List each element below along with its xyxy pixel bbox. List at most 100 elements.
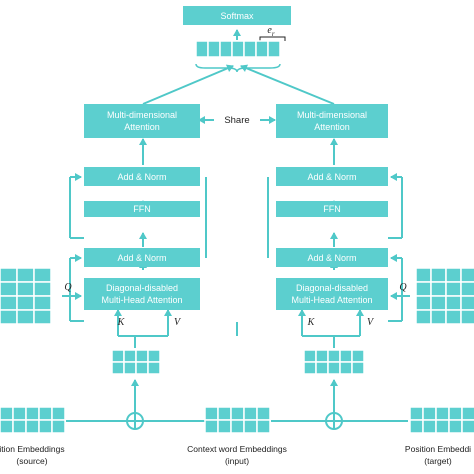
left-add-norm-bottom-box <box>84 248 200 267</box>
context-embedding-grid-cell <box>256 406 271 421</box>
er-label: er <box>267 25 274 38</box>
target-embedding-grid-cell <box>448 406 463 421</box>
source-embedding-grid-cell <box>25 406 40 421</box>
left-query-grid-cell <box>16 295 35 311</box>
left-add-norm-top-label: Add & Norm <box>117 172 166 182</box>
right-query-grid-cell <box>460 295 474 311</box>
merge-brace <box>195 63 281 73</box>
target-embedding-grid-cell <box>448 419 463 434</box>
left-query-grid-cell <box>33 295 52 311</box>
right-attention-box <box>276 104 388 138</box>
left-attention-label-2: Attention <box>124 122 160 132</box>
context-embedding-grid-cell <box>217 419 232 434</box>
output-vector-cell <box>207 40 221 58</box>
right-attention-label-1: Multi-dimensional <box>297 110 367 120</box>
right-query-grid-cell <box>430 281 447 297</box>
right-query-grid-cell <box>415 309 432 325</box>
context-embedding-grid-cell <box>230 419 245 434</box>
source-embedding-grid-cell <box>38 419 53 434</box>
left-input-grid-cell <box>111 361 125 375</box>
source-embedding-caption-2: (source) <box>16 456 47 466</box>
target-embedding-grid-cell <box>409 419 424 434</box>
left-query-grid-cell <box>0 309 18 325</box>
output-vector-cell <box>195 40 209 58</box>
target-embedding-caption-2: (target) <box>424 456 452 466</box>
left-add-node <box>126 412 144 430</box>
context-embedding-grid-cell <box>243 419 258 434</box>
context-embedding-grid-cell <box>243 406 258 421</box>
right-query-grid-cell <box>460 309 474 325</box>
right-input-grid-cell <box>351 349 365 363</box>
left-input-grid-cell <box>147 361 161 375</box>
softmax-label: Softmax <box>220 11 254 21</box>
context-embedding-caption-2: (input) <box>225 456 249 466</box>
right-input-grid-cell <box>351 361 365 375</box>
left-input-grid-cell <box>111 349 125 363</box>
source-embedding-grid-cell <box>12 406 27 421</box>
right-v-label: V <box>367 317 375 328</box>
output-vector-cell <box>243 40 257 58</box>
left-ffn-label: FFN <box>133 204 151 214</box>
left-query-grid-cell <box>33 309 52 325</box>
left-mha-box <box>84 278 200 310</box>
left-input-grid-cell <box>135 349 149 363</box>
left-input-grid-cell <box>123 361 137 375</box>
left-query-grid-cell <box>0 281 18 297</box>
right-k-label: K <box>307 317 316 328</box>
right-query-grid-cell <box>445 309 462 325</box>
right-input-grid-cell <box>315 361 329 375</box>
left-query-grid-cell <box>33 281 52 297</box>
left-input-grid-cell <box>147 349 161 363</box>
left-mha-label-1: Diagonal-disabled <box>106 283 178 293</box>
left-add-norm-top-box <box>84 167 200 186</box>
right-query-grid-cell <box>415 267 432 283</box>
left-input-grid-cell <box>123 349 137 363</box>
left-input-grid <box>111 349 161 375</box>
right-query-grid-cell <box>460 267 474 283</box>
right-input-grid-cell <box>327 349 341 363</box>
softmax-box <box>183 6 291 25</box>
right-query-grid-cell <box>430 267 447 283</box>
right-add-norm-top-label: Add & Norm <box>307 172 356 182</box>
right-input-grid-cell <box>327 361 341 375</box>
context-word-embedding-grid <box>204 406 271 434</box>
connector-lines <box>62 29 410 422</box>
output-vector-cell <box>267 40 281 58</box>
share-label: Share <box>224 115 249 126</box>
right-query-grid-cell <box>430 295 447 311</box>
target-embedding-grid-cell <box>422 406 437 421</box>
left-query-grid-cell <box>16 267 35 283</box>
target-embedding-caption-1: Position Embeddi <box>405 444 471 454</box>
right-query-grid-cell <box>460 281 474 297</box>
right-add-norm-bottom-label: Add & Norm <box>307 253 356 263</box>
source-embedding-grid-cell <box>51 406 66 421</box>
left-query-grid <box>0 267 52 325</box>
right-input-grid <box>303 349 365 375</box>
right-q-label: Q <box>399 282 407 293</box>
left-input-grid-cell <box>135 361 149 375</box>
source-embedding-grid-cell <box>12 419 27 434</box>
right-input-grid-cell <box>303 349 317 363</box>
context-embedding-caption-1: Context word Embeddings <box>187 444 287 454</box>
context-embedding-grid-cell <box>230 406 245 421</box>
output-vector-cell <box>219 40 233 58</box>
left-ffn-box <box>84 201 200 217</box>
left-attention-label-1: Multi-dimensional <box>107 110 177 120</box>
source-embedding-grid-cell <box>38 406 53 421</box>
right-query-grid-cell <box>415 295 432 311</box>
right-query-grid-cell <box>415 281 432 297</box>
target-embedding-grid-cell <box>461 406 474 421</box>
right-attention-label-2: Attention <box>314 122 350 132</box>
context-embedding-grid-cell <box>217 406 232 421</box>
left-mha-label-2: Multi-Head Attention <box>101 295 182 305</box>
er-bracket <box>259 36 286 41</box>
left-query-grid-cell <box>33 267 52 283</box>
right-add-norm-top-box <box>276 167 388 186</box>
right-add-norm-bottom-box <box>276 248 388 267</box>
source-embedding-grid-cell <box>25 419 40 434</box>
right-query-grid-cell <box>430 309 447 325</box>
left-add-norm-bottom-label: Add & Norm <box>117 253 166 263</box>
right-ffn-box <box>276 201 388 217</box>
source-embedding-caption-1: ition Embeddings <box>0 444 65 454</box>
